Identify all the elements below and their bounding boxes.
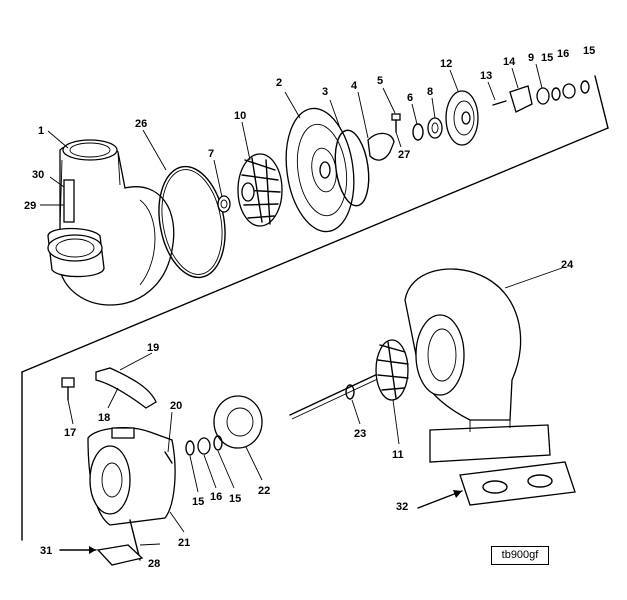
compressor-impeller — [237, 153, 283, 227]
label-8: 8 — [427, 86, 433, 98]
clamp-plate — [95, 367, 157, 409]
bearing-sleeve — [562, 83, 576, 99]
label-28: 28 — [148, 558, 160, 570]
impeller-nut — [217, 195, 231, 213]
small-o-ring — [412, 123, 424, 141]
lower-retaining-ring-b — [213, 435, 223, 451]
callout-leaders — [40, 63, 563, 546]
thrust-bearing — [509, 85, 533, 113]
label-2: 2 — [276, 77, 282, 89]
label-30: 30 — [32, 169, 44, 181]
label-24: 24 — [561, 259, 574, 271]
label-4: 4 — [351, 80, 358, 92]
bearing-housing — [87, 427, 176, 526]
label-20: 20 — [170, 400, 182, 412]
upper-left-edge — [594, 75, 609, 129]
turbine-housing — [404, 268, 551, 463]
oil-gasket — [96, 544, 144, 566]
label-23: 23 — [354, 428, 366, 440]
label-6: 6 — [407, 92, 413, 104]
capscrew — [61, 377, 75, 401]
lower-bearing — [197, 437, 211, 455]
piston-ring — [345, 384, 355, 400]
label-29: 29 — [24, 200, 36, 212]
label-14: 14 — [503, 56, 516, 68]
figure-reference-code: tb900gf — [491, 546, 549, 565]
label-15b: 15 — [583, 45, 595, 57]
turbine-wheel-shaft — [289, 339, 409, 420]
label-31: 31 — [40, 545, 52, 557]
label-15a: 15 — [541, 52, 553, 64]
label-21: 21 — [178, 537, 190, 549]
label-1: 1 — [38, 125, 44, 137]
label-17: 17 — [64, 427, 76, 439]
label-18: 18 — [98, 412, 110, 424]
label-9: 9 — [528, 52, 534, 64]
label-19: 19 — [147, 342, 159, 354]
label-3: 3 — [322, 86, 328, 98]
label-7: 7 — [208, 148, 214, 160]
drain-port — [129, 519, 141, 561]
label-15c: 15 — [192, 496, 204, 508]
label-5: 5 — [377, 75, 383, 87]
lock-plate — [367, 132, 395, 161]
lower-retaining-ring-a — [185, 440, 195, 456]
seal-ring — [334, 129, 370, 207]
thrust-ring — [536, 87, 550, 105]
retaining-ring — [551, 87, 561, 101]
screw — [391, 113, 401, 133]
retaining-ring-end — [580, 80, 590, 94]
backplate — [285, 107, 355, 233]
label-32: 32 — [396, 501, 408, 513]
label-12: 12 — [440, 58, 452, 70]
oil-flinger — [427, 117, 443, 139]
turbine-gasket — [459, 461, 576, 506]
label-10: 10 — [234, 110, 246, 122]
label-27: 27 — [398, 149, 410, 161]
label-13: 13 — [480, 70, 492, 82]
label-26: 26 — [135, 118, 147, 130]
label-11: 11 — [392, 449, 404, 461]
thrust-screw — [492, 100, 507, 106]
label-22: 22 — [258, 485, 270, 497]
compressor-housing — [47, 139, 175, 306]
upper-plane-line — [21, 127, 609, 373]
label-16b: 16 — [210, 491, 222, 503]
o-ring — [158, 165, 226, 279]
heat-shield — [213, 395, 263, 449]
label-15d: 15 — [229, 493, 241, 505]
housing-bolt — [164, 451, 173, 464]
label-16a: 16 — [557, 48, 569, 60]
thrust-insert — [445, 90, 479, 146]
